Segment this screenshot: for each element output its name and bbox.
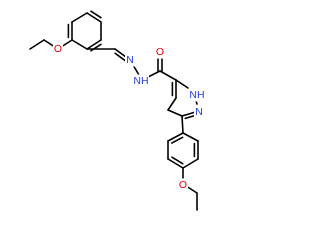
atom-oxygen-carbonyl: O (156, 46, 164, 58)
bond-layer (29, 10, 200, 211)
atom-nitrogen-pyrazole-nh-background (189, 88, 205, 102)
bond-pyrazole-c-c2 (167, 97, 177, 111)
atom-oxygen-ether-bottom-background (178, 178, 188, 192)
atom-oxygen-ether-top: O (54, 43, 62, 55)
atom-nitrogen-pyrazole: N (195, 106, 203, 118)
bond-pyrazole-aryl (181, 115, 184, 134)
atom-oxygen-ether-bottom: O (179, 179, 187, 191)
atom-oxygen-carbonyl-background (155, 45, 165, 59)
bond-ch-imine-inner (114, 52, 127, 63)
bond-ring1-3 (86, 39, 102, 50)
atom-nitrogen-hydrazone: N (126, 54, 134, 66)
bond-ring2-6 (167, 132, 184, 142)
bond-ring2-6-inner (170, 136, 184, 144)
bond-ring2-3 (182, 158, 199, 169)
bond-ring1-6 (71, 12, 88, 23)
bond-pyrazole-c-nh (175, 79, 189, 89)
bond-ring2-4-inner (171, 156, 184, 165)
bond-ring1-1 (86, 12, 102, 23)
bond-ring2-4 (167, 158, 184, 169)
atom-nitrogen-pyrazole-nh: NH (189, 89, 204, 101)
bond-ring1-1-inner (90, 10, 102, 19)
bond-carbonylc-pyrazole (159, 70, 177, 81)
atom-nitrogen-pyrazole-background (194, 105, 204, 119)
bond-ethyl1-methyl (29, 39, 45, 50)
molecule-structure-diagram: O O N NH NH N O (29, 10, 205, 211)
bond-ring2-1 (182, 132, 199, 142)
atom-nitrogen-amide-background (133, 74, 149, 88)
atom-label-layer: O O N NH NH N O (53, 42, 205, 192)
bond-pyrazole-c-c (167, 109, 183, 117)
atom-nitrogen-hydrazone-background (125, 53, 135, 67)
atom-oxygen-ether-top-background (53, 42, 63, 56)
atom-nitrogen-amide: NH (133, 75, 148, 87)
bond-ring1-4 (71, 39, 88, 50)
